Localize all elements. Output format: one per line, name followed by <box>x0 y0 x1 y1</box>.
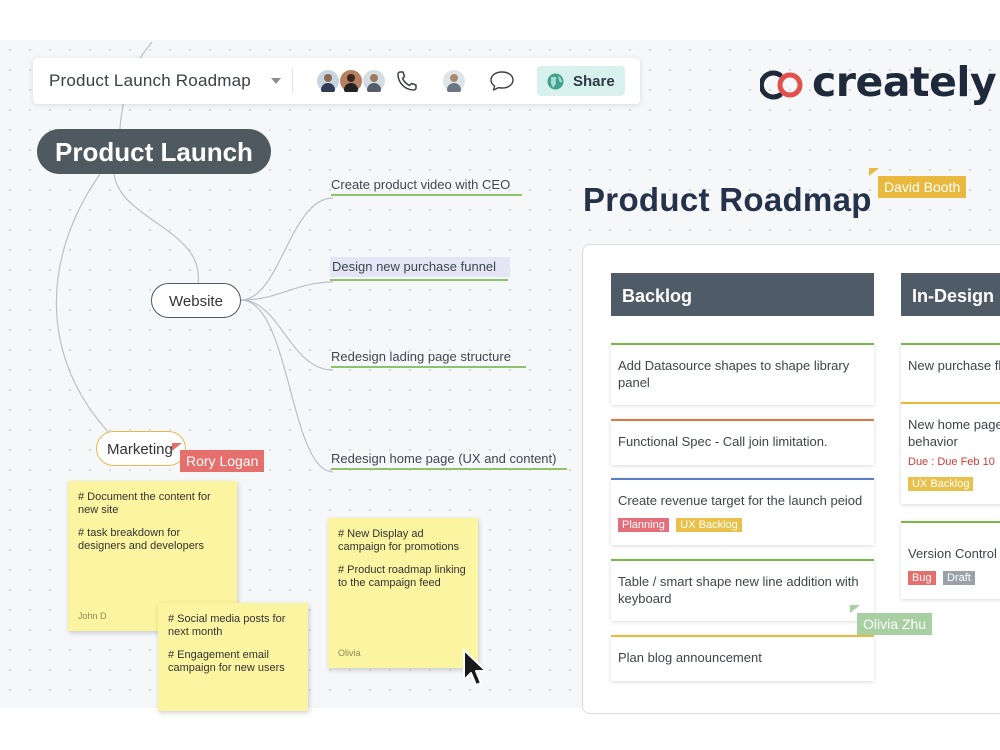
branch-underline <box>331 468 567 470</box>
website-node[interactable]: Website <box>151 283 241 318</box>
branch-underline <box>331 366 526 368</box>
globe-icon <box>547 73 564 90</box>
collaborator-tag-david: David Booth <box>878 176 967 198</box>
collaborator-avatar[interactable] <box>442 69 466 93</box>
branch-topic[interactable]: Create product video with CEO <box>331 177 522 196</box>
branch-topic[interactable]: Redesign home page (UX and content) <box>331 451 567 470</box>
due-date: Due : Due Feb 10 <box>908 456 995 468</box>
canvas-footer <box>0 708 1000 750</box>
marketing-node-label: Marketing <box>107 441 173 458</box>
roadmap-card[interactable]: New home page behavior Due : Due Feb 10 … <box>901 402 1000 504</box>
column-header-in-design[interactable]: In-Design <box>901 273 1000 316</box>
sticky-author: Olivia <box>338 648 361 658</box>
share-button[interactable]: Share <box>537 66 625 96</box>
roadmap-card[interactable]: Version Control I Bug Draft <box>901 521 1000 599</box>
website-node-label: Website <box>169 293 223 310</box>
central-topic-node[interactable]: Product Launch <box>37 129 271 174</box>
tag-badge: Planning <box>618 518 669 532</box>
collaborator-tag-rory: Rory Logan <box>180 450 265 472</box>
marketing-node[interactable]: Marketing <box>96 431 186 466</box>
central-topic-label: Product Launch <box>55 137 253 167</box>
toolbar-divider <box>292 68 293 94</box>
kanban-board: Backlog In-Design Add Datasource shapes … <box>582 244 1000 714</box>
roadmap-card[interactable]: Table / smart shape new line addition wi… <box>611 559 874 621</box>
top-toolbar: Product Launch Roadmap Share <box>33 58 640 104</box>
sticky-author: John D <box>78 611 107 621</box>
tag-badge: UX Backlog <box>676 518 742 532</box>
collaborator-avatar[interactable] <box>316 69 340 93</box>
cursor-pointer-icon <box>172 443 182 451</box>
collaborator-avatar[interactable] <box>362 69 386 93</box>
branch-topic[interactable]: Redesign lading page structure <box>331 349 526 368</box>
comment-icon[interactable] <box>489 70 515 92</box>
tag-badge: Draft <box>943 571 975 585</box>
roadmap-card[interactable]: Functional Spec - Call join limitation. <box>611 419 874 465</box>
tag-badge: UX Backlog <box>908 477 974 491</box>
sticky-note[interactable]: # New Display ad campaign for promotions… <box>328 518 478 668</box>
roadmap-card[interactable]: Plan blog announcement <box>611 635 874 681</box>
sticky-note[interactable]: # Social media posts for next month # En… <box>158 603 308 711</box>
creately-logo: creately <box>760 58 997 106</box>
tag-badge: Bug <box>908 571 936 585</box>
cursor-pointer-icon <box>850 605 860 613</box>
creately-logo-mark <box>760 70 803 100</box>
collaborator-tag-olivia: Olivia Zhu <box>857 613 933 635</box>
branch-topic[interactable]: Design new purchase funnel <box>330 257 510 281</box>
branch-underline <box>331 194 522 196</box>
roadmap-card[interactable]: Add Datasource shapes to shape library p… <box>611 343 874 405</box>
document-title[interactable]: Product Launch Roadmap <box>49 71 251 90</box>
collaborator-avatar[interactable] <box>339 69 363 93</box>
share-label: Share <box>573 73 615 90</box>
column-header-backlog[interactable]: Backlog <box>611 273 874 316</box>
cursor-pointer-icon <box>869 168 879 176</box>
branch-underline <box>330 279 508 281</box>
creately-wordmark: creately <box>812 58 997 106</box>
chevron-down-icon[interactable] <box>271 78 281 84</box>
roadmap-card[interactable]: Create revenue target for the launch pei… <box>611 478 874 545</box>
roadmap-title: Product Roadmap <box>583 181 872 218</box>
roadmap-card[interactable]: New purchase flo <box>901 343 1000 405</box>
mouse-pointer-icon <box>463 649 487 686</box>
phone-icon[interactable] <box>395 69 419 93</box>
